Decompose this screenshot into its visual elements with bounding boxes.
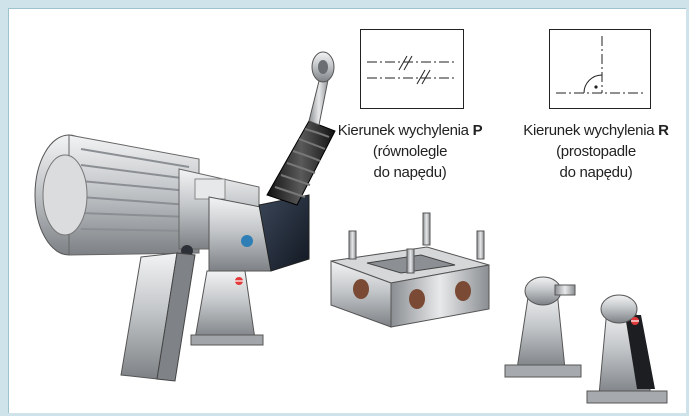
perpendicular-direction-symbol [556, 36, 644, 94]
parallel-direction-symbol [367, 55, 457, 85]
caption-p: Kierunek wychylenia P (równolegle do nap… [315, 120, 505, 183]
caption-r-prefix: Kierunek wychylenia [523, 122, 659, 139]
caption-p-prefix: Kierunek wychylenia [337, 122, 473, 139]
square-base [330, 212, 490, 328]
figure-panel: Kierunek wychylenia P (równolegle do nap… [8, 8, 686, 413]
product-illustration [34, 51, 668, 404]
lever-arm [120, 252, 196, 382]
caption-p-letter: P [472, 122, 483, 139]
caption-r-line2: (prostopadle [556, 143, 636, 160]
gear-housing [181, 194, 310, 272]
parallel-direction-symbol-box [360, 29, 464, 109]
caption-p-line3: do napędu) [373, 164, 447, 181]
actuator-bracket [190, 270, 264, 346]
caption-r-letter: R [658, 122, 669, 139]
bellows [266, 120, 336, 206]
caption-r-line1: Kierunek wychylenia R [506, 120, 686, 141]
caption-p-line2: (równolegle [372, 143, 448, 160]
caption-r: Kierunek wychylenia R (prostopadle do na… [506, 120, 686, 183]
caption-p-line1: Kierunek wychylenia P [315, 120, 505, 141]
pedestal-left [504, 276, 582, 378]
push-rod [308, 51, 335, 126]
motor [34, 134, 260, 256]
pedestal-right [586, 294, 668, 404]
perpendicular-direction-symbol-box [549, 29, 651, 109]
caption-r-line3: do napędu) [559, 164, 633, 181]
